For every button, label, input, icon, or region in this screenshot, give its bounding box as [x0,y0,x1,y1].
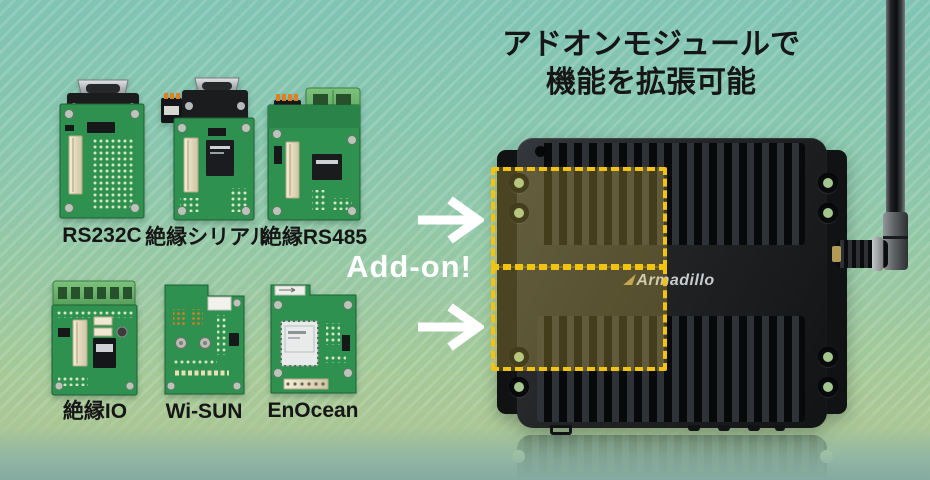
screw-hole [818,347,838,367]
module-enocean: EnOcean [264,283,362,423]
pcb [267,104,361,221]
module-label-isolated-serial: 絶縁シリアル [145,226,271,249]
antenna-rod [886,0,905,216]
armadillo-logo: Armadillo [600,272,740,290]
screw-hole [509,203,529,223]
enocean-board-image [270,284,357,394]
module-label-wi-sun: Wi-SUN [165,400,243,423]
module-isolated-io: 絶縁IO [50,280,140,424]
module-label-isolated-io: 絶縁IO [62,400,128,423]
module-isolated-serial: 絶縁シリアル [145,76,271,250]
bottom-connector-pin [775,425,785,431]
rs232c-board-image [59,79,145,219]
armadillo-device: Armadillo [497,138,847,435]
addon-slot-highlight-2 [491,266,667,371]
dip-switch [161,93,182,123]
rf-shield-module [280,320,319,367]
module-rs232c: RS232C [56,78,148,248]
arrow-right-icon [418,303,484,351]
pcb [270,284,357,394]
screw-hole [818,173,838,193]
bottom-connector-pin [748,425,760,431]
wi-sun-board-image [164,284,245,395]
terminal-block [52,280,136,312]
dsub-connector [182,77,248,120]
antenna-connector-ring [872,237,883,271]
screw-hole [818,203,838,223]
pcb [164,284,245,395]
isolated-io-board-image [51,280,138,396]
device-reflection [497,432,847,480]
device-reflection-hole [512,450,525,463]
screw-hole [509,173,529,193]
screw-hole [509,347,529,367]
addon-label: Add-on! [346,249,472,284]
pcb [173,117,255,221]
module-isolated-rs485: 絶縁RS485 [261,86,367,250]
module-label-rs232c: RS232C [62,224,142,247]
bottom-connector-pin [688,425,700,431]
screw-hole [818,377,838,397]
antenna-screw [832,246,841,262]
page-title: アドオンモジュールで 機能を拡張可能 [500,26,802,102]
bottom-hook [550,425,572,435]
page-title-line2: 機能を拡張可能 [546,66,756,99]
vent-hole [535,146,546,157]
armadillo-logo-text: Armadillo [636,272,715,289]
arrow-right-icon [418,196,484,244]
bottom-connector-pin [718,425,730,431]
isolated-rs485-board-image [267,87,361,221]
module-wi-sun: Wi-SUN [161,281,247,424]
module-label-enocean: EnOcean [267,399,359,422]
module-label-isolated-rs485: 絶縁RS485 [260,226,368,249]
addon-slot-highlight-1 [491,167,667,268]
screw-hole [509,377,529,397]
page-title-line1: アドオンモジュールで [502,28,800,61]
device-reflection-hole [820,450,833,463]
pcb [59,103,145,219]
pcb [51,304,138,396]
heatsink-fins-top [537,143,805,245]
isolated-serial-board-image [161,77,255,221]
device-reflection-body [517,435,827,480]
